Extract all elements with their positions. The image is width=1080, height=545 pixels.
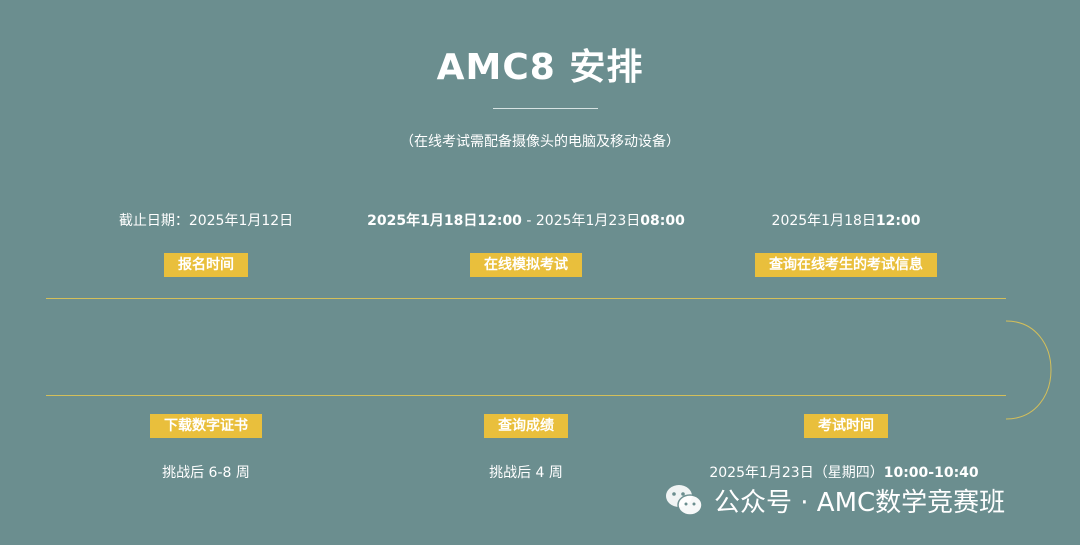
tag-query-exam-info: 查询在线考生的考试信息 <box>755 253 937 277</box>
wechat-icon <box>666 485 703 516</box>
mock-exam-start: 2025年1月18日12:00 <box>367 213 522 229</box>
exam-datetime: 2025年1月23日（星期四）10:00-10:40 <box>709 462 978 482</box>
tag-online-mock-exam: 在线模拟考试 <box>470 253 582 277</box>
page-subtitle: （在线考试需配备摄像头的电脑及移动设备） <box>400 134 680 150</box>
mock-exam-end-time: 08:00 <box>640 213 685 229</box>
certificate-timing: 挑战后 6-8 周 <box>162 465 250 481</box>
registration-deadline-text: 截止日期：2025年1月12日 <box>118 213 294 229</box>
timeline-line-bottom <box>46 395 1006 396</box>
exam-info-query-date: 2025年1月18日12:00 <box>772 210 921 230</box>
page-title: AMC8 安排 <box>436 47 644 88</box>
exam-info-query-time: 12:00 <box>875 213 921 229</box>
scores-timing: 挑战后 4 周 <box>489 465 563 481</box>
watermark: 公众号 · AMC数学竞赛班 <box>664 480 1005 520</box>
mock-exam-period: 2025年1月18日12:00 - 2025年1月23日08:00 <box>367 210 685 230</box>
registration-deadline: 截止日期：2025年1月12日 <box>119 210 293 230</box>
tag-exam-time: 考试时间 <box>804 414 888 438</box>
mock-exam-end-date: - 2025年1月23日 <box>521 213 641 229</box>
watermark-text: 公众号 · AMC数学竞赛班 <box>714 487 1006 518</box>
tag-query-scores: 查询成绩 <box>484 414 568 438</box>
timeline-curve <box>1005 320 1052 420</box>
tag-download-certificate: 下载数字证书 <box>150 414 262 438</box>
exam-info-query-day: 2025年1月18日 <box>771 213 876 229</box>
exam-time: 10:00-10:40 <box>883 465 979 481</box>
exam-date: 2025年1月23日（星期四） <box>709 465 884 481</box>
tag-registration-time: 报名时间 <box>164 253 248 277</box>
timeline-line-top <box>46 298 1006 299</box>
title-divider <box>493 108 598 109</box>
